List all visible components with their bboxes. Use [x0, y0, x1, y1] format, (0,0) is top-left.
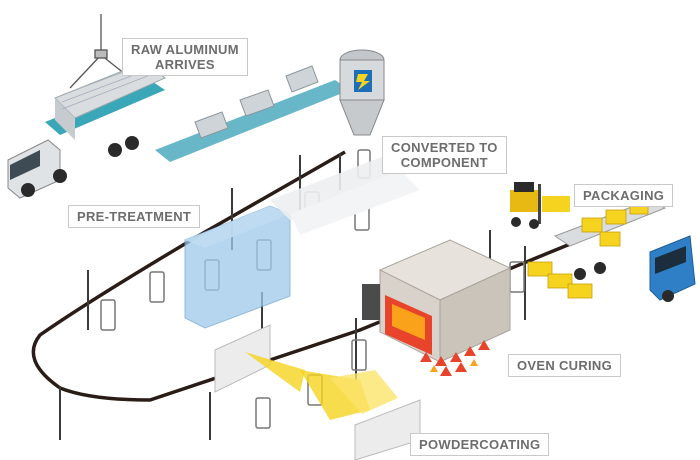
- label-oven-curing: OVEN CURING: [508, 354, 622, 377]
- label-pre-treatment: PRE-TREATMENT: [68, 205, 201, 228]
- conveyor-track: [31, 150, 581, 402]
- label-line: ARRIVES: [154, 57, 215, 72]
- crane-hook-icon: [69, 14, 136, 89]
- raw-aluminum-truck: [7, 61, 166, 199]
- label-line: COMPONENT: [400, 155, 488, 170]
- label-line: PACKAGING: [583, 188, 665, 203]
- pretreatment-tank: [184, 150, 420, 329]
- forklift-icon: [510, 182, 570, 229]
- label-line: RAW ALUMINUM: [131, 42, 239, 57]
- label-raw-aluminum-arrives: RAW ALUMINUM ARRIVES: [122, 38, 248, 76]
- oven-icon: [362, 239, 512, 376]
- packaged-parts: [527, 261, 593, 299]
- label-powdercoating: POWDERCOATING: [410, 433, 550, 456]
- label-converted-to-component: CONVERTED TO COMPONENT: [382, 136, 507, 174]
- truck-icon: [553, 199, 696, 302]
- label-line: OVEN CURING: [517, 358, 613, 373]
- label-line: PRE-TREATMENT: [77, 209, 192, 224]
- spray-gun-icon: [214, 324, 421, 460]
- label-line: POWDERCOATING: [419, 437, 541, 452]
- label-packaging: PACKAGING: [574, 184, 674, 207]
- extrusion-press-icon: [339, 49, 385, 136]
- label-line: CONVERTED TO: [391, 140, 498, 155]
- feed-conveyor-belt: [155, 65, 350, 162]
